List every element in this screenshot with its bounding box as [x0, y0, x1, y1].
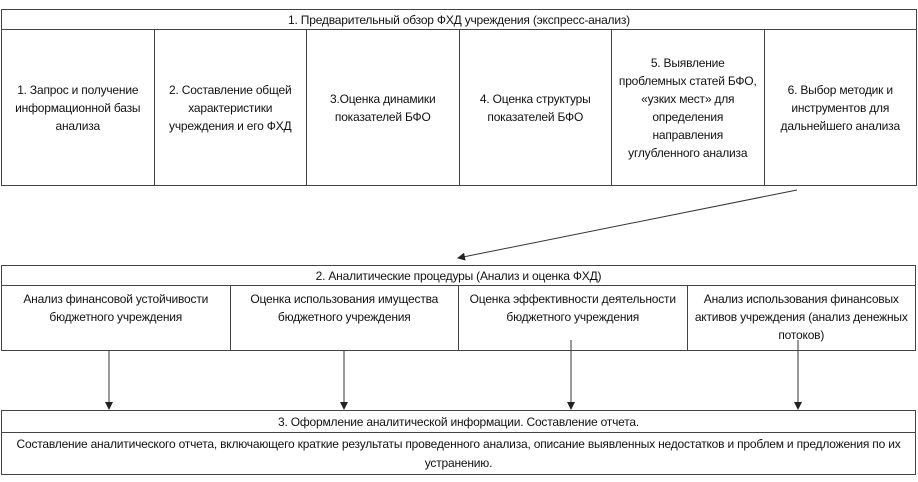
stage1-step: 4. Оценка структуры показателей БФО: [460, 30, 612, 185]
stage1-title: 1. Предварительный обзор ФХД учреждения …: [2, 10, 916, 30]
stage1-step: 2. Составление общей характеристики учре…: [155, 30, 307, 185]
stage2-step: Оценка эффективности деятельности бюджет…: [459, 286, 688, 350]
stage2-step: Анализ финансовой устойчивости бюджетног…: [2, 286, 231, 350]
stage3-box: 3. Оформление аналитической информации. …: [1, 410, 916, 475]
stage1-step: 1. Запрос и получение информационной баз…: [2, 30, 155, 185]
stage3-description: Составление аналитического отчета, включ…: [16, 436, 901, 470]
stage2-box: 2. Аналитические процедуры (Анализ и оце…: [1, 265, 916, 351]
stage1-step: 5. Выявление проблемных статей БФО, «узк…: [612, 30, 765, 185]
stage3-title: 3. Оформление аналитической информации. …: [2, 411, 915, 433]
arrow-stage1-to-stage2: [457, 189, 798, 261]
stage1-box: 1. Предварительный обзор ФХД учреждения …: [1, 9, 917, 186]
stage2-step: Оценка использования имущества бюджетног…: [231, 286, 459, 350]
stage2-title: 2. Аналитические процедуры (Анализ и оце…: [2, 266, 915, 286]
stage1-step: 3.Оценка динамики показателей БФО: [307, 30, 460, 185]
stage2-step: Анализ использования финансовых активов …: [694, 292, 908, 342]
stage1-step: 6. Выбор методик и инструментов для даль…: [780, 82, 901, 133]
